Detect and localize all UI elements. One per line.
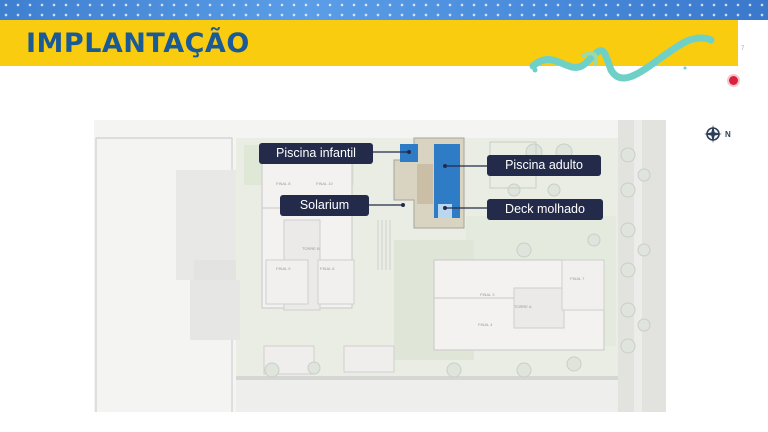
callout-piscina-adulto: Piscina adulto <box>487 155 601 176</box>
label-final-8: FINAL 8 <box>276 181 291 186</box>
callout-deck-molhado: Deck molhado <box>487 199 603 220</box>
label-final-6: FINAL 6 <box>320 266 335 271</box>
label-final-3: FINAL 3 <box>480 292 495 297</box>
label-torre-a: TORRE A <box>514 304 532 309</box>
top-decorative-strip <box>0 0 768 20</box>
compass: N <box>703 124 731 144</box>
label-final-10: FINAL 10 <box>316 181 334 186</box>
label-final-4: FINAL 4 <box>478 322 493 327</box>
brush-stroke-decoration <box>529 34 715 82</box>
callout-piscina-infantil: Piscina infantil <box>259 143 373 164</box>
compass-icon <box>704 125 722 143</box>
callout-solarium: Solarium <box>280 195 369 216</box>
header-bar <box>0 20 738 66</box>
page-title: IMPLANTAÇÃO <box>26 28 250 59</box>
red-dot-decoration <box>729 76 738 85</box>
compass-north-label: N <box>725 129 731 139</box>
header-right-gap <box>738 20 768 66</box>
label-final-9: FINAL 9 <box>276 266 291 271</box>
page-number: 7 <box>741 46 745 52</box>
label-final-7: FINAL 7 <box>570 276 585 281</box>
label-torre-b: TORRE B <box>302 246 320 251</box>
